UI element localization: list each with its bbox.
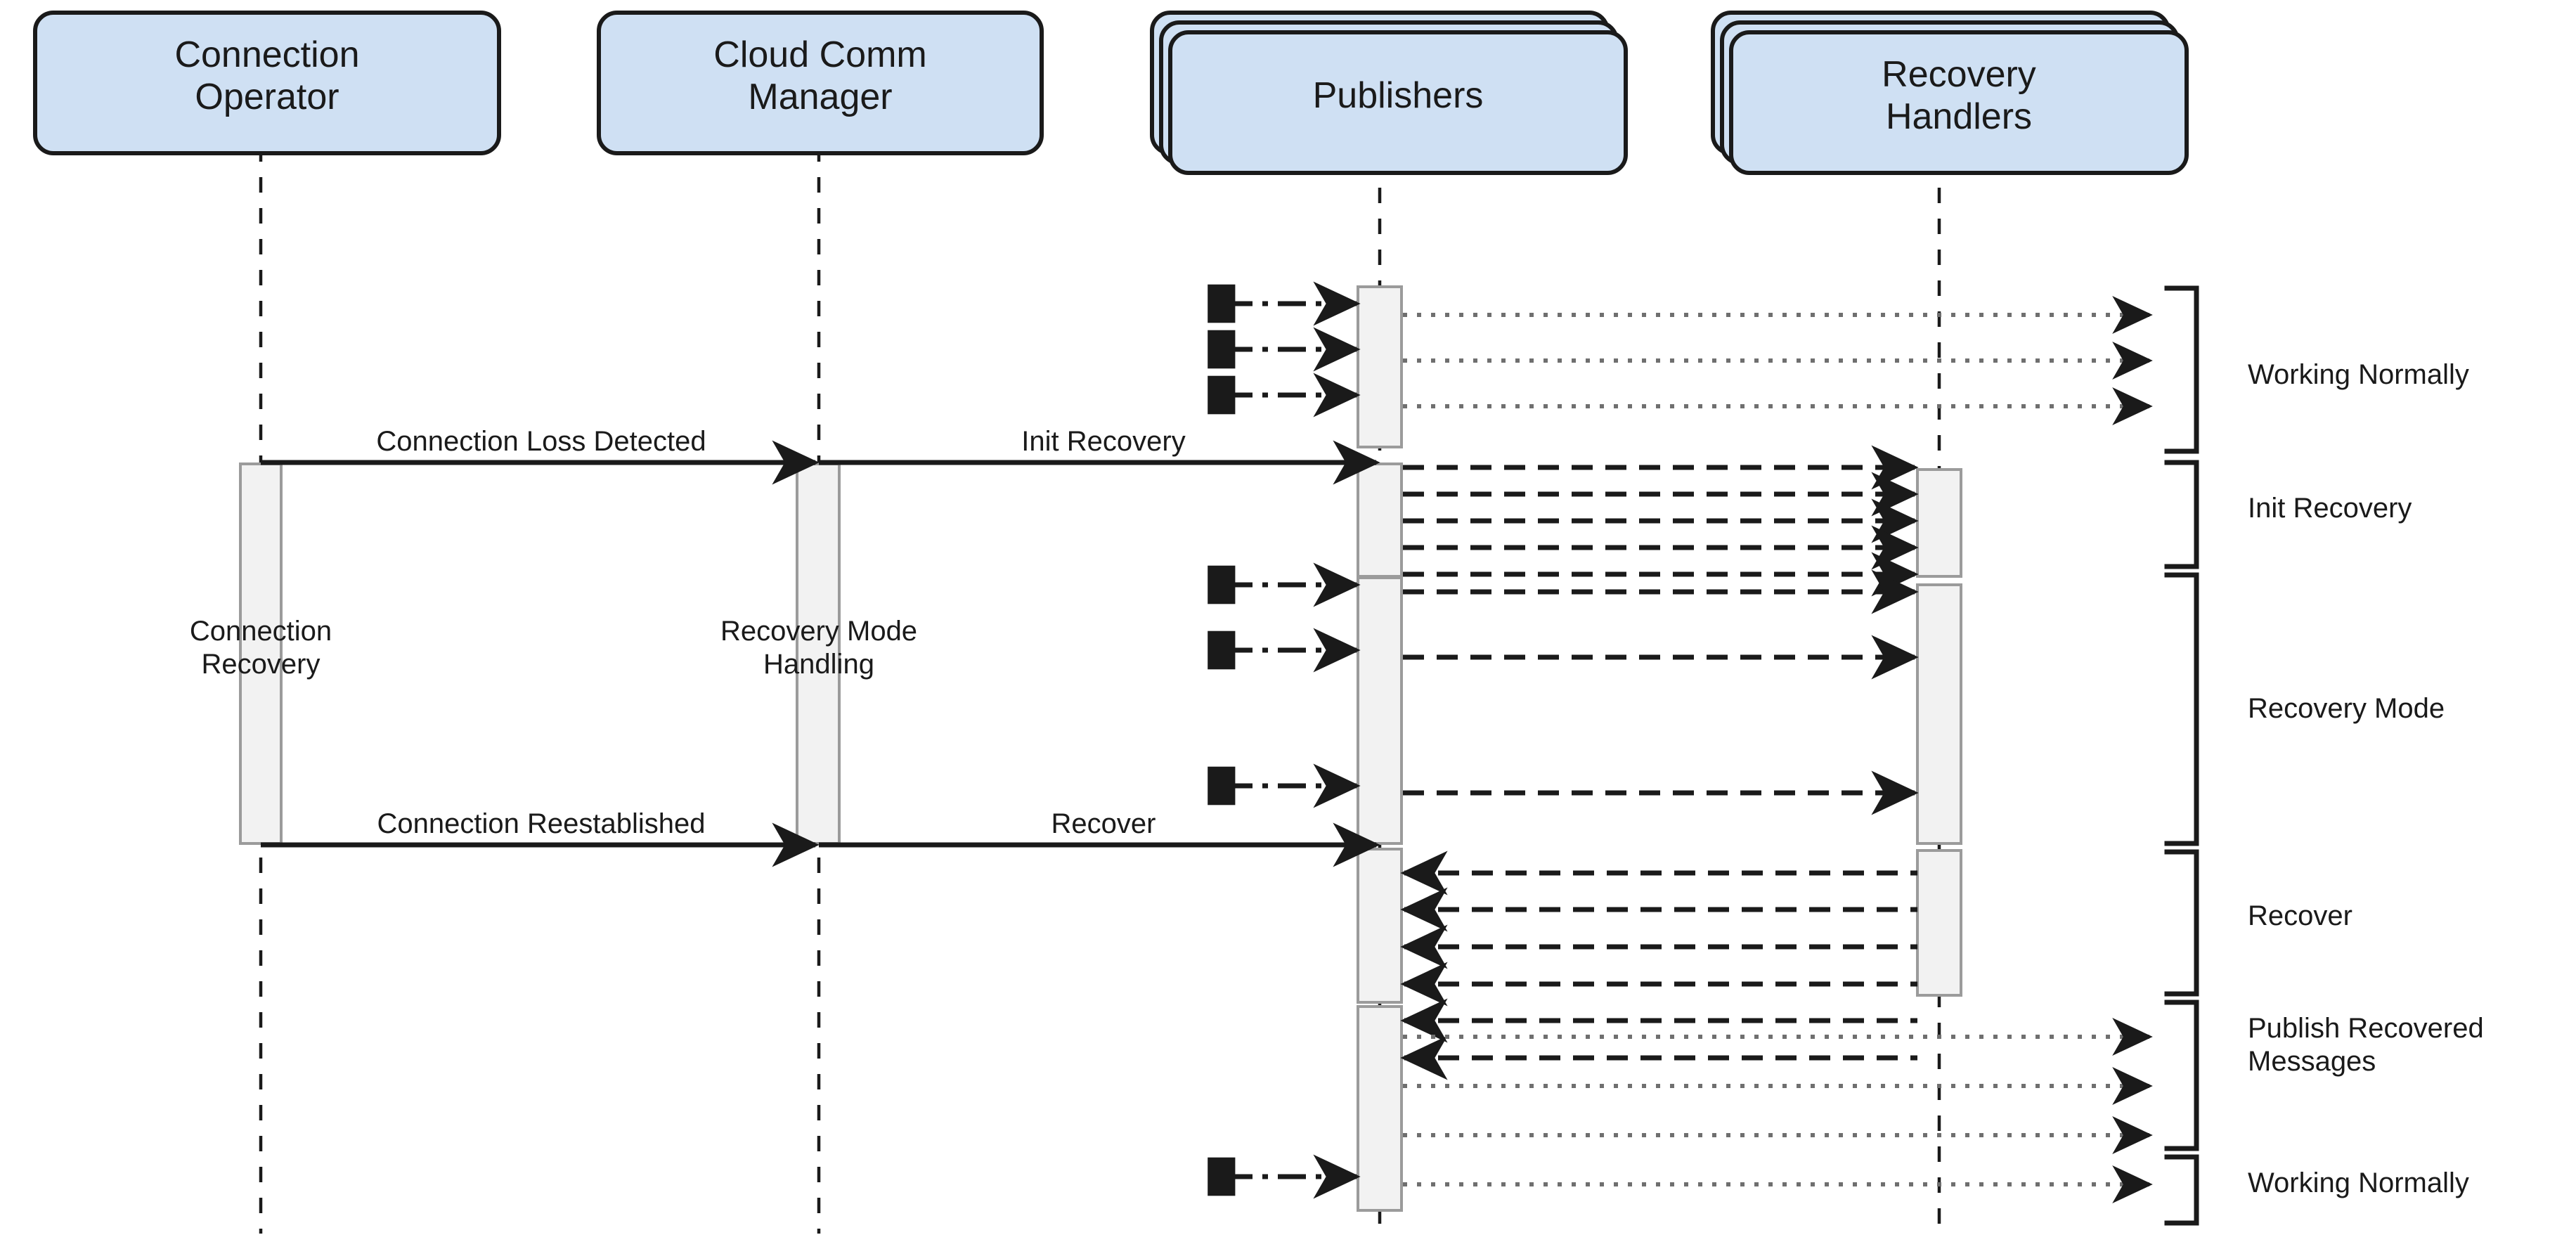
phase-working-normally-top-messages <box>1208 281 2153 426</box>
activation-label-connection-recovery: Connection Recovery <box>189 616 332 680</box>
lifeline-header-label-connection-operator: Connection Operator <box>174 34 360 118</box>
lifeline-header-cloud-comm-manager[interactable] <box>597 11 1044 155</box>
activation-publishers-1 <box>1357 285 1403 448</box>
phase-label-init-recovery: Init Recovery <box>2248 493 2412 524</box>
phase-label-recovery-mode: Recovery Mode <box>2248 693 2445 724</box>
msg-label-connection-reestablished: Connection Reestablished <box>377 808 706 839</box>
phase-label-recover: Recover <box>2248 900 2352 931</box>
phase-init-recovery-messages <box>1403 445 1919 597</box>
activation-publishers-4 <box>1357 848 1403 1004</box>
bracket-recover <box>2164 849 2199 997</box>
msg-label-connection-loss-detected: Connection Loss Detected <box>376 426 706 457</box>
phase-label-publish-recovered: Publish Recovered Messages <box>2248 1013 2484 1078</box>
phase-working-normally-bottom-messages <box>1208 1154 2153 1204</box>
activation-label-recovery-mode-handling: Recovery Mode Handling <box>720 616 918 680</box>
activation-publishers-3 <box>1357 576 1403 845</box>
bracket-working-normally-top <box>2164 285 2199 454</box>
lifeline-header-label-publishers: Publishers <box>1312 75 1484 116</box>
lifeline-header-label-cloud-comm-manager: Cloud Comm Manager <box>713 34 927 118</box>
activation-publishers-2 <box>1357 462 1403 578</box>
activation-recovery-handlers-3 <box>1916 849 1962 997</box>
phase-publish-recovered-messages <box>1403 1018 2153 1155</box>
phase-label-working-normally-bottom: Working Normally <box>2248 1167 2469 1198</box>
phase-recover-messages <box>1400 850 1917 1080</box>
activation-recovery-handlers-2 <box>1916 583 1962 845</box>
activation-recovery-handlers-1 <box>1916 468 1962 578</box>
msg-label-recover: Recover <box>1051 808 1156 839</box>
bracket-working-normally-bottom <box>2164 1154 2199 1226</box>
bracket-init-recovery <box>2164 460 2199 569</box>
bracket-recovery-mode <box>2164 572 2199 846</box>
lifeline-header-connection-operator[interactable] <box>33 11 501 155</box>
phase-brackets <box>2164 285 2199 1226</box>
lifeline-header-recovery-handlers[interactable] <box>1711 11 2189 175</box>
msg-label-init-recovery: Init Recovery <box>1021 426 1186 457</box>
activation-cloud-comm-manager <box>796 462 841 845</box>
phase-label-working-normally-top: Working Normally <box>2248 359 2469 390</box>
activation-publishers-5 <box>1357 1005 1403 1212</box>
lifeline-header-label-recovery-handlers: Recovery Handlers <box>1882 54 2036 138</box>
lifeline-header-publishers[interactable] <box>1150 11 1628 175</box>
phase-recovery-mode-messages <box>1208 562 1919 815</box>
bracket-publish-recovered <box>2164 1000 2199 1151</box>
